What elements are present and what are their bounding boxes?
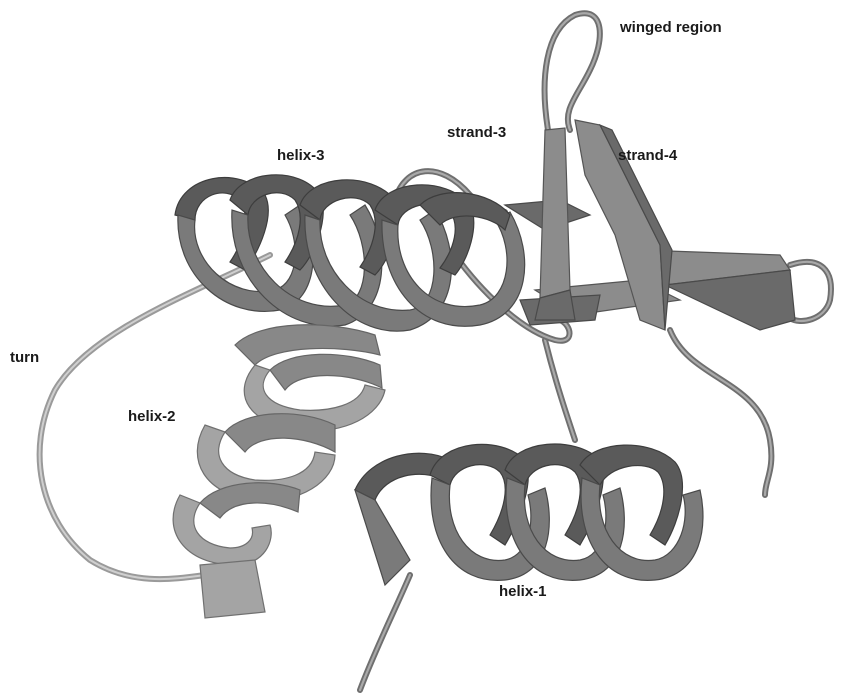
strand-3-label: strand-3 [447, 124, 506, 141]
helix-1 [355, 444, 703, 585]
helix-1-label: helix-1 [499, 583, 547, 600]
c-terminal-tail [670, 330, 771, 495]
helix-3 [175, 175, 525, 331]
winged-region-loop [545, 13, 600, 130]
sheet-edge-loop [790, 262, 831, 321]
helix-3-label: helix-3 [277, 147, 325, 164]
winged-region-label: winged region [619, 19, 722, 36]
turn-label: turn [10, 349, 39, 366]
n-terminal-tail [360, 575, 410, 690]
helix-2 [173, 325, 385, 618]
loop-helix1-to-sheet [545, 340, 575, 440]
helix-2-label: helix-2 [128, 408, 176, 425]
strand-4-label: strand-4 [618, 147, 678, 164]
